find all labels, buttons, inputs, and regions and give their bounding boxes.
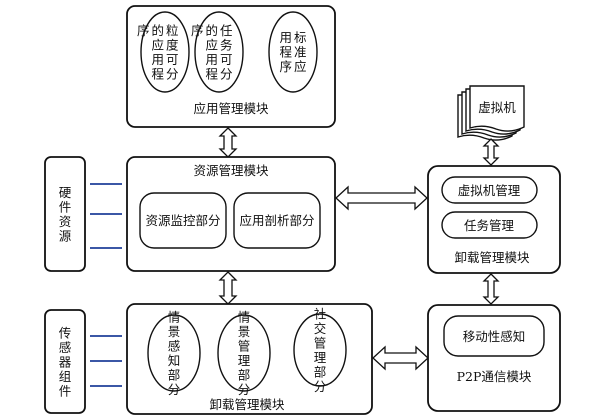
resource-mgmt-label: 资源管理模块 <box>193 163 269 178</box>
double-arrow-offload-p2p-vertical <box>482 273 500 305</box>
mobility-aware-part <box>443 315 545 357</box>
context-aware-label: 情景感知部分 <box>168 309 181 397</box>
app-label-1: 粒度可分的应用程序 <box>137 23 179 82</box>
vm-mgmt-label: 虚拟机管理 <box>458 183 521 198</box>
offload-mgmt-top-label: 卸载管理模块 <box>454 250 530 265</box>
app-label-2: 任务可分的应用程序 <box>191 23 233 82</box>
vm-label: 虚拟机 <box>478 100 516 115</box>
sensor-connectors <box>90 335 122 387</box>
social-mgmt-label: 社交管理部分 <box>314 306 327 394</box>
context-mgmt-label: 情景管理部分 <box>238 309 251 397</box>
task-mgmt-label: 任务管理 <box>464 218 515 233</box>
resource-monitor-label: 资源监控部分 <box>145 213 220 228</box>
app-profiling-label: 应用剖析部分 <box>239 213 314 228</box>
double-arrow-vm-offload <box>482 138 500 166</box>
app-ellipse-1 <box>140 11 190 93</box>
context-aware-ellipse <box>147 314 201 392</box>
double-arrow-app-resource <box>218 127 238 158</box>
app-mgmt-label: 应用管理模块 <box>193 101 269 116</box>
app-profiling-part <box>233 192 321 249</box>
app-ellipse-2 <box>194 11 244 93</box>
task-mgmt-part <box>441 211 538 239</box>
double-arrow-resource-offload-bottom <box>218 271 238 305</box>
p2p-label: P2P通信模块 <box>457 369 532 384</box>
vm-document-stack <box>457 85 525 141</box>
double-arrow-resource-offload <box>335 185 428 211</box>
social-mgmt-ellipse <box>293 313 347 387</box>
sensor-box <box>44 309 86 414</box>
app-label-3: 标准应用程序 <box>279 30 306 74</box>
context-mgmt-ellipse <box>217 314 271 392</box>
offload-mgmt-bottom-label: 卸载管理模块 <box>209 397 285 412</box>
resource-monitor-part <box>139 192 227 249</box>
hardware-label: 硬件资源 <box>59 185 72 244</box>
sensor-label: 传感器组件 <box>59 326 72 399</box>
double-arrow-offload-p2p <box>372 345 429 371</box>
vm-mgmt-part <box>441 176 538 204</box>
hardware-connectors <box>90 183 122 249</box>
mobility-aware-label: 移动性感知 <box>463 329 526 344</box>
app-ellipse-3 <box>268 11 318 93</box>
hardware-box <box>44 156 86 272</box>
